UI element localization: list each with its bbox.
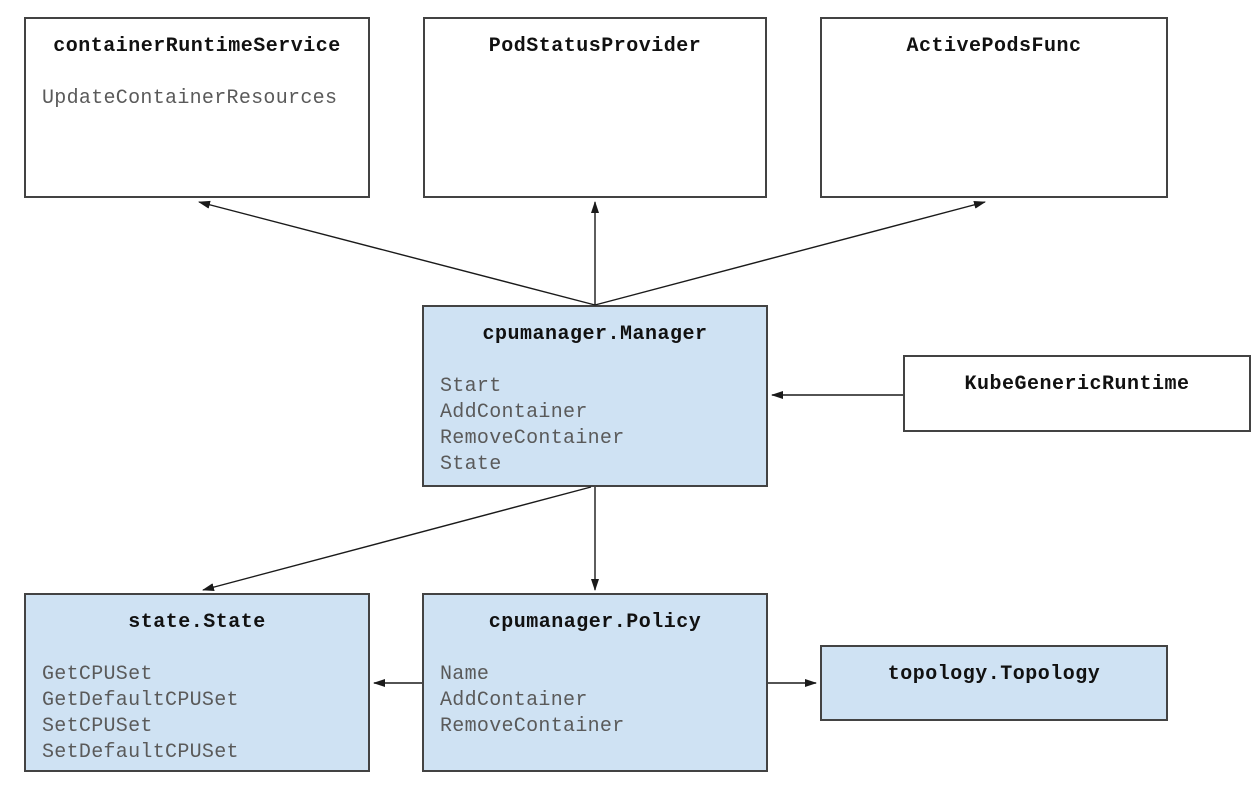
node-title: KubeGenericRuntime — [964, 373, 1190, 396]
method-label: AddContainer — [440, 401, 588, 424]
method-label: Start — [440, 375, 502, 398]
method-label: RemoveContainer — [440, 427, 625, 450]
node-methods: Start AddContainer RemoveContainer State — [424, 374, 766, 478]
method-label: Name — [440, 663, 490, 686]
method-label: RemoveContainer — [440, 715, 625, 738]
method-label: UpdateContainerResources — [42, 87, 338, 110]
method-label: GetCPUSet — [42, 663, 153, 686]
method-label: SetDefaultCPUSet — [42, 741, 239, 764]
node-cpumanager-policy: cpumanager.Policy Name AddContainer Remo… — [422, 593, 768, 772]
method-label: GetDefaultCPUSet — [42, 689, 239, 712]
node-topology-topology: topology.Topology — [820, 645, 1168, 721]
node-cpumanager-manager: cpumanager.Manager Start AddContainer Re… — [422, 305, 768, 487]
node-state-state: state.State GetCPUSet GetDefaultCPUSet S… — [24, 593, 370, 772]
method-label: AddContainer — [440, 689, 588, 712]
node-kube-generic-runtime: KubeGenericRuntime — [903, 355, 1251, 432]
arrow-manager-to-active-pods-func — [594, 200, 986, 306]
node-active-pods-func: ActivePodsFunc — [820, 17, 1168, 198]
method-label: State — [440, 453, 502, 476]
node-methods: GetCPUSet GetDefaultCPUSet SetCPUSet Set… — [26, 662, 368, 766]
node-title: topology.Topology — [887, 663, 1101, 686]
arrow-manager-to-container-runtime-service — [198, 200, 596, 306]
node-methods: Name AddContainer RemoveContainer — [424, 662, 766, 740]
node-title: state.State — [128, 611, 266, 634]
node-title: PodStatusProvider — [488, 35, 702, 58]
method-label: SetCPUSet — [42, 715, 153, 738]
node-title: ActivePodsFunc — [906, 35, 1082, 58]
node-methods: UpdateContainerResources — [26, 86, 368, 112]
arrow-manager-to-state-state — [202, 486, 592, 592]
node-title: containerRuntimeService — [53, 35, 341, 58]
node-title: cpumanager.Policy — [488, 611, 702, 634]
node-pod-status-provider: PodStatusProvider — [423, 17, 767, 198]
node-title: cpumanager.Manager — [482, 323, 708, 346]
node-container-runtime-service: containerRuntimeService UpdateContainerR… — [24, 17, 370, 198]
